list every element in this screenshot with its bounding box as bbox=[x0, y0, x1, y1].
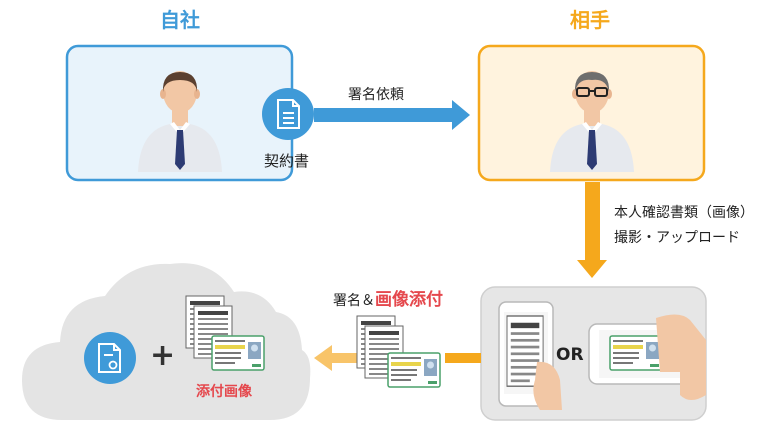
sign-request-label: 署名依頼 bbox=[348, 87, 404, 103]
upload-arrow bbox=[585, 182, 600, 262]
plus-sign: + bbox=[150, 338, 176, 373]
request-arrow bbox=[314, 108, 454, 122]
signature-attach-label: 署名＆画像添付 bbox=[333, 285, 443, 310]
photo-upload-label: 撮影・アップロード bbox=[614, 230, 740, 246]
self-title: 自社 bbox=[160, 8, 200, 32]
signature-prefix: 署名＆ bbox=[333, 293, 375, 309]
counterparty-title: 相手 bbox=[570, 8, 610, 32]
attached-image-label: 添付画像 bbox=[196, 384, 252, 400]
or-label: OR bbox=[556, 345, 584, 365]
cloud bbox=[22, 263, 311, 420]
image-attach-text: 画像添付 bbox=[375, 290, 443, 310]
contract-label: 契約書 bbox=[264, 152, 310, 170]
certificate-icon bbox=[84, 332, 136, 384]
id-documents-label: 本人確認書類（画像） bbox=[614, 205, 754, 221]
